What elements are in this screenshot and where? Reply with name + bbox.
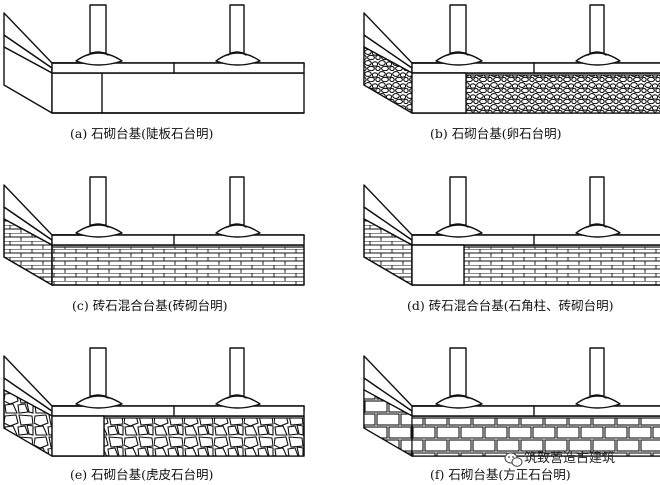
- caption-panel-b: (b) 石砌台基(卵石台明): [430, 126, 561, 141]
- caption-panel-f: (f) 石砌台基(方正石台明): [430, 467, 571, 482]
- panel-b-pebble-terrace: [363, 4, 660, 115]
- watermark: 筑致营造古建筑: [504, 450, 615, 467]
- panel-f-ashlar-terrace: [363, 347, 660, 458]
- panel-a-slab-terrace: [3, 4, 305, 114]
- watermark-text: 筑致营造古建筑: [524, 450, 615, 466]
- panel-c-brick-terrace: [3, 176, 305, 287]
- wechat-icon: [504, 452, 523, 467]
- panel-d-brick-corner-terrace: [363, 176, 660, 287]
- caption-panel-c: (c) 砖石混合台基(砖砌台明): [72, 298, 227, 313]
- caption-panel-d: (d) 砖石混合台基(石角柱、砖砌台明): [407, 298, 613, 313]
- caption-panel-a: (a) 石砌台基(陡板石台明): [70, 126, 213, 141]
- panel-e-rubble-terrace: [3, 347, 305, 458]
- caption-panel-e: (e) 石砌台基(虎皮石台明): [70, 467, 213, 482]
